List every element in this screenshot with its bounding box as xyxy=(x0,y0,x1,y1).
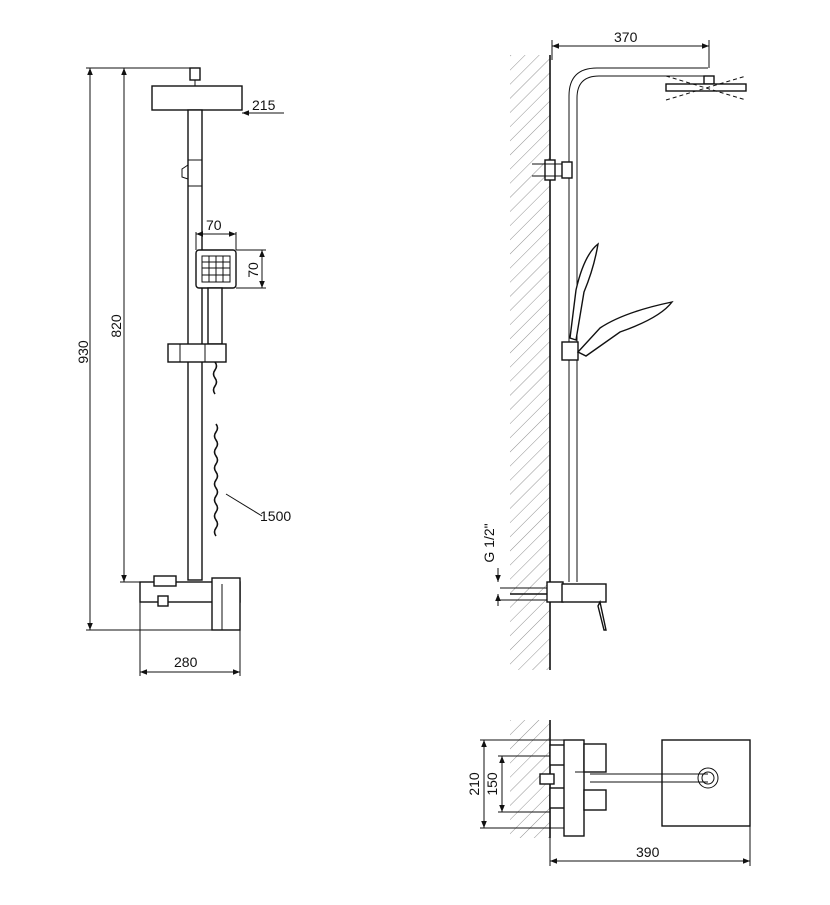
dim-connection-thread: G 1/2" xyxy=(481,523,497,562)
dim-hand-height: 70 xyxy=(245,262,261,278)
plan-mixer-body xyxy=(563,739,585,837)
side-mixer-body xyxy=(561,583,607,603)
dim-plan-outer: 210 xyxy=(466,772,482,796)
plan-view: 210 150 390 xyxy=(466,720,751,866)
dim-plan-inner: 150 xyxy=(484,772,500,796)
plan-shower-head xyxy=(661,739,751,827)
wall-hatching xyxy=(510,55,550,670)
side-hand-shower-tilted xyxy=(576,300,674,357)
side-hand-shower-parked xyxy=(569,242,599,341)
dim-arm-reach: 370 xyxy=(614,29,638,45)
wall-bracket xyxy=(544,159,556,181)
side-view: 370 G 1/2" xyxy=(481,29,747,670)
hand-shower-handle xyxy=(207,287,223,345)
front-view: 930 820 215 70 70 1500 280 xyxy=(75,67,291,676)
side-slider xyxy=(561,341,579,361)
dim-hose-length: 1500 xyxy=(260,508,291,524)
dim-bar-height: 820 xyxy=(108,314,124,338)
dim-head-width: 215 xyxy=(252,97,276,113)
dim-total-height: 930 xyxy=(75,340,91,364)
shower-hose xyxy=(212,361,219,537)
side-riser-pipe xyxy=(568,67,708,582)
slider-holder xyxy=(167,343,227,363)
dim-plan-depth: 390 xyxy=(636,844,660,860)
side-shower-head xyxy=(665,83,747,92)
overhead-shower-head xyxy=(151,85,243,111)
dim-hand-width: 70 xyxy=(206,217,222,233)
dim-mixer-width: 280 xyxy=(174,654,198,670)
hand-shower-nozzle-grid xyxy=(201,255,231,283)
